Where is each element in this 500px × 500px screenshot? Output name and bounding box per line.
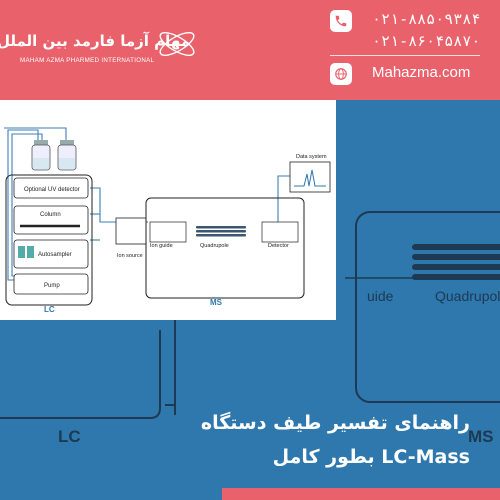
solvent-bottles-icon bbox=[31, 140, 77, 171]
web-badge[interactable] bbox=[330, 63, 352, 85]
lc-ms-diagram: Optional UV detector Column Autosampler … bbox=[0, 100, 336, 320]
website-link[interactable]: Mahazma.com bbox=[372, 64, 471, 81]
uv-detector-box bbox=[13, 177, 89, 199]
phone-badge[interactable] bbox=[330, 10, 352, 32]
title-line-1: راهنمای تفسیر طیف دستگاه bbox=[200, 412, 470, 434]
title-line-2: LC-Mass بطور کامل bbox=[272, 446, 470, 468]
ion-guide-box bbox=[149, 221, 187, 243]
ion-source-box bbox=[115, 217, 147, 245]
quadrupole-rods-icon bbox=[196, 226, 246, 237]
pump-box bbox=[13, 273, 89, 295]
quadrupole-label: Quadrupole bbox=[200, 243, 229, 249]
brand-name-fa: مهام آزما فارمد بین الملل bbox=[0, 32, 190, 50]
atom-icon bbox=[159, 32, 195, 56]
vial-icon bbox=[18, 246, 25, 258]
bg-quadrupole-text: Quadrupole bbox=[435, 288, 500, 304]
bg-ms-text: MS bbox=[468, 427, 494, 446]
brand-logo[interactable]: مهام آزما فارمد بین الملل MAHAM AZMA PHA… bbox=[0, 30, 195, 75]
lc-label: LC bbox=[44, 305, 55, 314]
data-system-label: Data system bbox=[296, 154, 327, 160]
header: مهام آزما فارمد بین الملل MAHAM AZMA PHA… bbox=[0, 0, 500, 100]
chromatogram-icon bbox=[294, 169, 326, 187]
uv-detector-label: Optional UV detector bbox=[24, 187, 80, 193]
ms-box bbox=[145, 197, 305, 299]
column-label: Column bbox=[40, 212, 61, 218]
bg-guide-text: uide bbox=[367, 288, 394, 304]
detector-box bbox=[261, 221, 299, 243]
page-title: راهنمای تفسیر طیف دستگاه LC-Mass بطور کا… bbox=[201, 408, 470, 472]
column-box bbox=[13, 205, 89, 235]
bg-lc-text: LC bbox=[58, 427, 81, 446]
divider bbox=[330, 55, 480, 56]
ion-guide-label: Ion guide bbox=[150, 243, 173, 249]
phone-icon bbox=[335, 15, 347, 27]
globe-icon bbox=[335, 68, 347, 80]
bottom-accent-bar bbox=[222, 488, 500, 500]
phone-numbers: ۰۲۱-۸۸۵۰۹۳۸۴ ۰۲۱-۸۶۰۴۵۸۷۰ bbox=[372, 8, 480, 52]
ion-source-label: Ion source bbox=[117, 253, 143, 259]
autosampler-label: Autosampler bbox=[38, 252, 72, 258]
brand-name-en: MAHAM AZMA PHARMED INTERNATIONAL bbox=[20, 57, 155, 64]
bg-quadrupole-rods bbox=[412, 244, 500, 280]
phone-number-2[interactable]: ۰۲۱-۸۶۰۴۵۸۷۰ bbox=[372, 32, 481, 50]
data-system-monitor bbox=[289, 161, 331, 193]
detector-label: Detector bbox=[268, 243, 289, 249]
pump-label: Pump bbox=[44, 283, 60, 289]
ms-label: MS bbox=[210, 298, 223, 307]
phone-number-1[interactable]: ۰۲۱-۸۸۵۰۹۳۸۴ bbox=[372, 10, 481, 28]
